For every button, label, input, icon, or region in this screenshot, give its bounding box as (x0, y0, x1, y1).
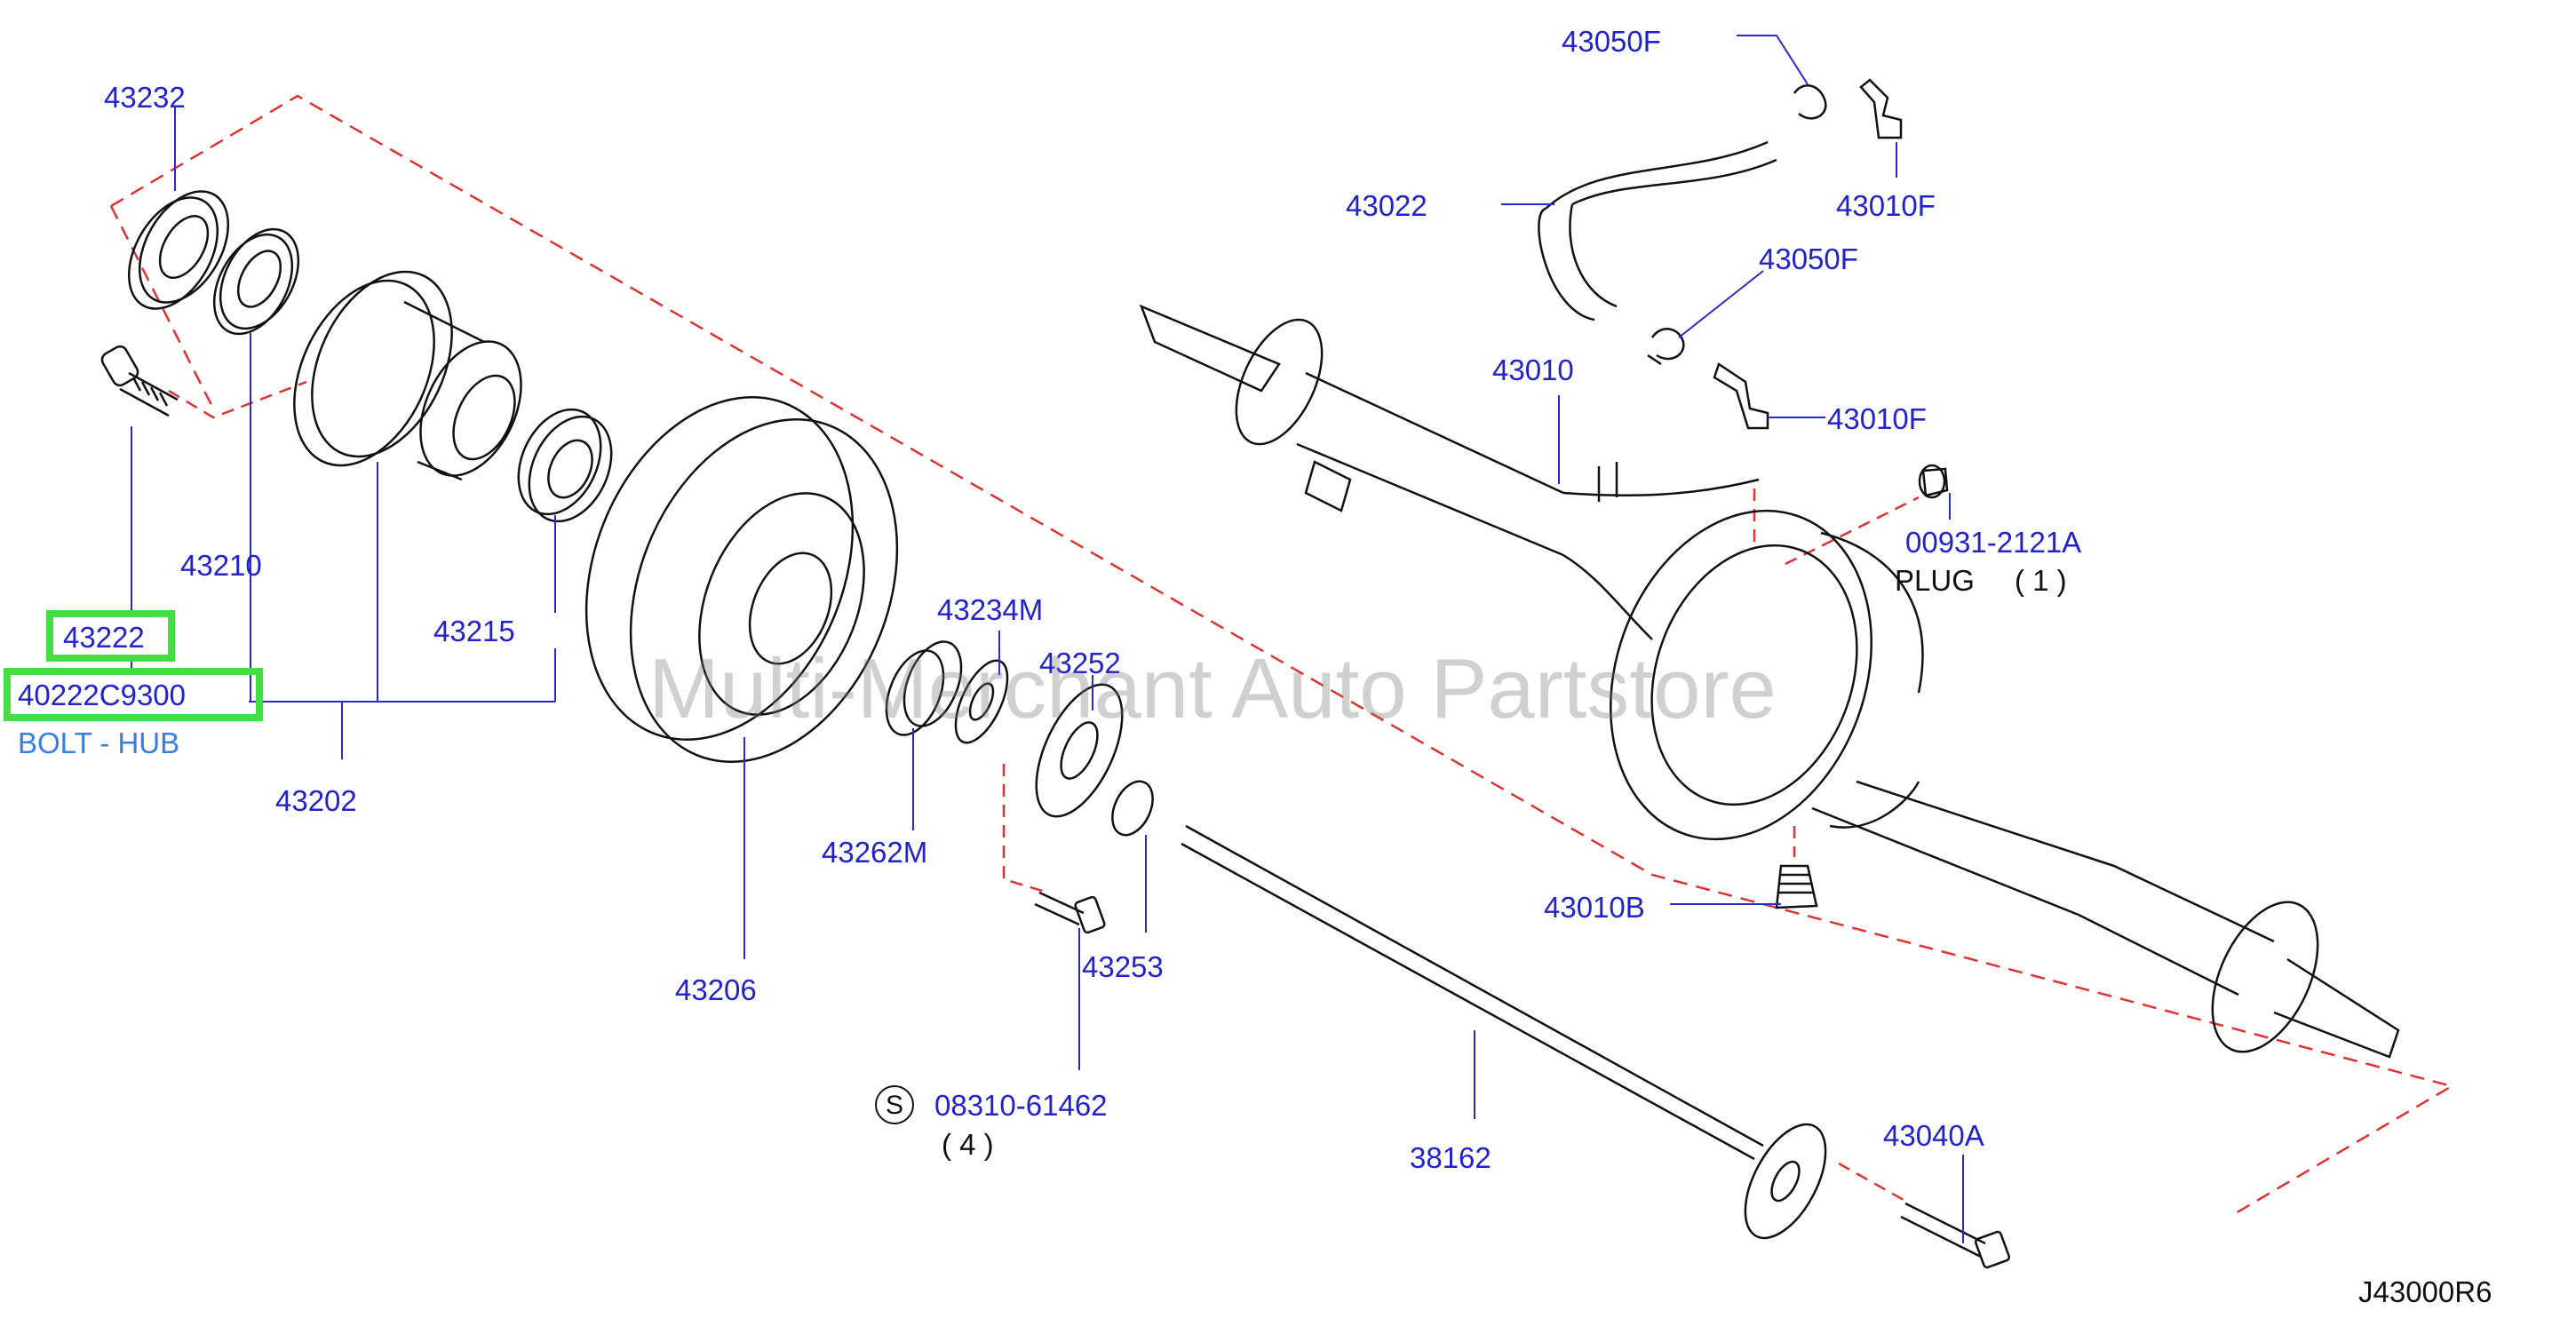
plug-drawing (1918, 464, 1949, 499)
label-08310-61462[interactable]: 08310-61462 (934, 1089, 1108, 1122)
dash-hub-bolt (168, 380, 307, 419)
label-43050F-mid[interactable]: 43050F (1759, 242, 1858, 275)
label-43010F-top[interactable]: 43010F (1836, 189, 1936, 222)
label-43234M[interactable]: 43234M (937, 593, 1044, 626)
highlight-43222 (46, 610, 175, 662)
o-ring-drawing (1111, 780, 1154, 837)
flange-bolt-drawing (1034, 891, 1106, 934)
label-43253[interactable]: 43253 (1082, 950, 1164, 983)
leader-43050F-top (1737, 35, 1809, 85)
label-40222C9300[interactable]: 40222C9300 (18, 679, 187, 711)
flange-plate-drawing (1035, 683, 1124, 818)
axle-housing-drawing (1139, 304, 2400, 1059)
axle-bolt-drawing (1900, 1202, 2011, 1269)
spacer-drawing (885, 640, 963, 736)
label-qty-4: ( 4 ) (942, 1128, 994, 1161)
hose-clip-mid-drawing (1647, 328, 1685, 366)
label-43010F-mid[interactable]: 43010F (1827, 402, 1927, 435)
retainer-drawing (954, 659, 1009, 744)
label-43202[interactable]: 43202 (275, 784, 357, 817)
label-43040A[interactable]: 43040A (1883, 1119, 1984, 1152)
hub-drawing (293, 270, 522, 481)
oil-seal-drawing (127, 190, 230, 310)
assembly-outline (110, 94, 2455, 1219)
breather-hose-drawing (1538, 140, 1777, 322)
label-qty-1: ( 1 ) (2015, 564, 2067, 597)
label-43010[interactable]: 43010 (1492, 353, 1574, 386)
highlight-40222C9300 (4, 668, 263, 721)
label-plug: PLUG (1895, 564, 1975, 597)
label-43262M[interactable]: 43262M (822, 836, 928, 869)
dash-plug (1785, 496, 1920, 566)
label-43215[interactable]: 43215 (433, 615, 515, 647)
label-43222[interactable]: 43222 (63, 621, 145, 654)
label-00931-2121A[interactable]: 00931-2121A (1905, 526, 2082, 559)
brake-drum-drawing (584, 396, 899, 763)
label-38162[interactable]: 38162 (1410, 1141, 1491, 1174)
hose-clip-top-drawing (1793, 84, 1827, 120)
diagram-code: J43000R6 (2358, 1275, 2493, 1308)
outer-bearing-drawing (517, 408, 613, 523)
bearing-drawing (212, 227, 300, 336)
label-43050F-top[interactable]: 43050F (1562, 25, 1661, 58)
breather-connector-mid-drawing (1713, 362, 1769, 430)
breather-connector-top-drawing (1859, 78, 1903, 139)
axle-shaft-drawing (1181, 824, 1827, 1240)
label-bolt-hub-description: BOLT - HUB (18, 726, 180, 759)
leader-43050F-mid (1678, 270, 1764, 338)
label-43022[interactable]: 43022 (1346, 189, 1427, 222)
dash-axle-bolt (1838, 1162, 1911, 1205)
watermark: Multi-Merchant Auto Partstore (648, 641, 1777, 736)
label-43232[interactable]: 43232 (104, 81, 186, 114)
dash-flange-bolt (1002, 764, 1049, 894)
label-43210[interactable]: 43210 (180, 549, 262, 582)
hub-bolt-drawing (100, 345, 179, 417)
label-43010B[interactable]: 43010B (1544, 891, 1645, 924)
s-symbol: S (875, 1085, 914, 1124)
label-43252[interactable]: 43252 (1039, 647, 1121, 679)
assembly-outline-inner (109, 205, 215, 409)
vent-cap-drawing (1775, 864, 1818, 909)
label-43206[interactable]: 43206 (675, 973, 757, 1006)
